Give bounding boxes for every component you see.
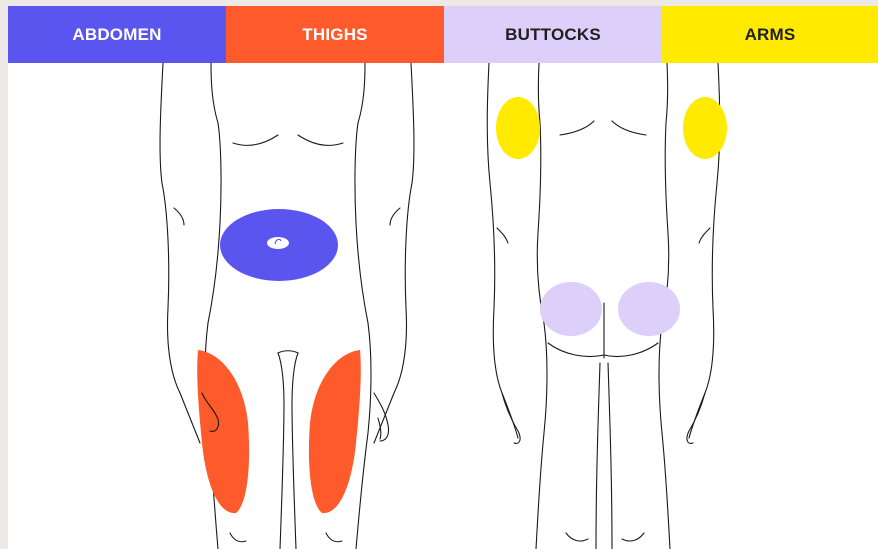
injection-sites-diagram: ABDOMEN THIGHS BUTTOCKS ARMS — [8, 6, 878, 549]
buttock-zone-right[interactable] — [618, 282, 680, 336]
arm-zone-right[interactable] — [683, 97, 727, 159]
navel-mark — [267, 237, 289, 249]
tab-thighs[interactable]: THIGHS — [226, 6, 444, 63]
tab-arms[interactable]: ARMS — [662, 6, 878, 63]
site-tabs: ABDOMEN THIGHS BUTTOCKS ARMS — [8, 6, 878, 63]
arm-zone-left[interactable] — [496, 97, 540, 159]
thigh-zone-right[interactable] — [309, 350, 361, 513]
body-figures — [8, 63, 878, 549]
buttock-zone-left[interactable] — [540, 282, 602, 336]
tab-buttocks[interactable]: BUTTOCKS — [444, 6, 662, 63]
front-body-figure — [160, 63, 414, 549]
thigh-zone-left[interactable] — [197, 350, 249, 513]
tab-abdomen[interactable]: ABDOMEN — [8, 6, 226, 63]
back-body-figure — [487, 63, 727, 549]
